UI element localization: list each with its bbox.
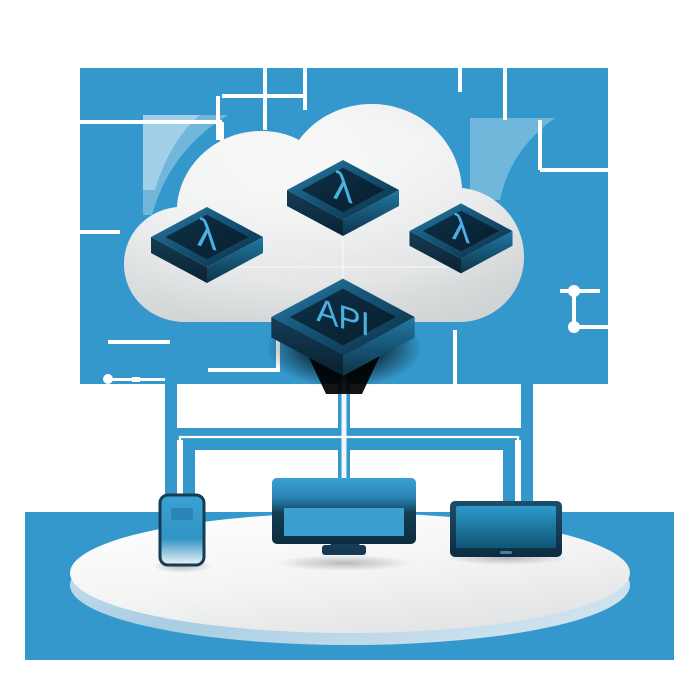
api-light-beam (341, 330, 347, 530)
node-side-right (207, 237, 263, 283)
circuit-dots-right (560, 285, 608, 333)
node-side-left (271, 317, 343, 376)
node-label: λ (333, 162, 354, 213)
lambda-node-left[interactable]: λ (151, 207, 263, 283)
monitor-screen (284, 508, 404, 536)
circuit-dots-left (103, 374, 165, 384)
corner-swash-right (470, 118, 555, 200)
node-side-left (287, 190, 343, 236)
tablet-home-button-icon (500, 551, 512, 554)
node-side-right (461, 231, 513, 274)
corner-swash-left (143, 115, 200, 190)
lambda-node-right[interactable]: λ (409, 203, 513, 274)
circuit-accent-lines (80, 68, 608, 384)
lambda-node-top[interactable]: λ (287, 160, 399, 236)
monitor-screen-top (272, 478, 416, 514)
node-side-right (343, 190, 399, 236)
device-tablet[interactable] (444, 501, 568, 565)
phone-speaker-icon (171, 508, 193, 520)
node-label: λ (452, 205, 471, 252)
node-inner-face (422, 210, 500, 252)
device-desktop-monitor[interactable] (272, 478, 416, 571)
node-label: λ (197, 209, 218, 260)
node-side-left (151, 237, 207, 283)
node-side-left (409, 231, 461, 274)
device-smartphone[interactable] (152, 493, 212, 573)
node-inner-face (165, 214, 249, 260)
corner-swash-left-2 (143, 115, 228, 215)
node-side-right (343, 317, 415, 376)
tablet-screen (456, 506, 556, 548)
